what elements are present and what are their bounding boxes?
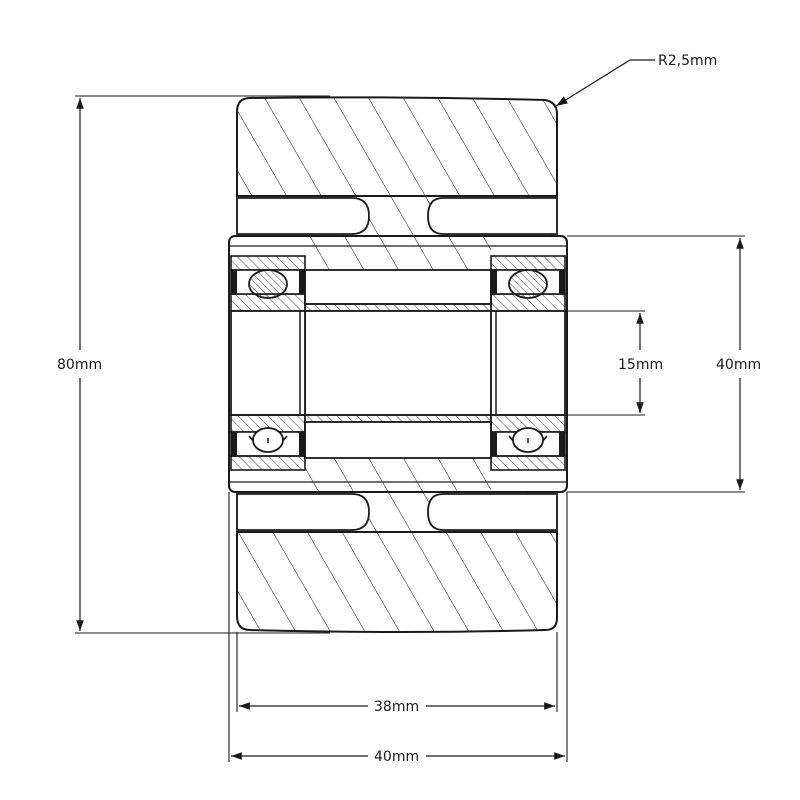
tyre-lower-section [236, 492, 558, 633]
spacer-tube [304, 269, 492, 459]
right-bearing [490, 255, 566, 471]
bore-label: 15mm [618, 357, 663, 373]
overall-height-label: 80mm [57, 357, 102, 373]
ball-icon [248, 269, 288, 299]
overall-width-label: 40mm [374, 749, 419, 765]
hub-diameter-dimension: 40mm [567, 235, 761, 493]
radius-label: R2,5mm [658, 53, 717, 69]
ball-icon [508, 269, 548, 299]
left-bearing [230, 255, 306, 471]
hub-diameter-label: 40mm [716, 357, 761, 373]
tyre-upper-section [236, 96, 558, 236]
tread-width-label: 38mm [374, 699, 419, 715]
overall-width-dimension: 40mm [228, 492, 568, 765]
tread-width-dimension: 38mm [236, 632, 558, 715]
overall-height-dimension: 80mm [57, 95, 330, 634]
bore-dimension: 15mm [565, 310, 663, 416]
radius-dimension: R2,5mm [555, 53, 717, 107]
